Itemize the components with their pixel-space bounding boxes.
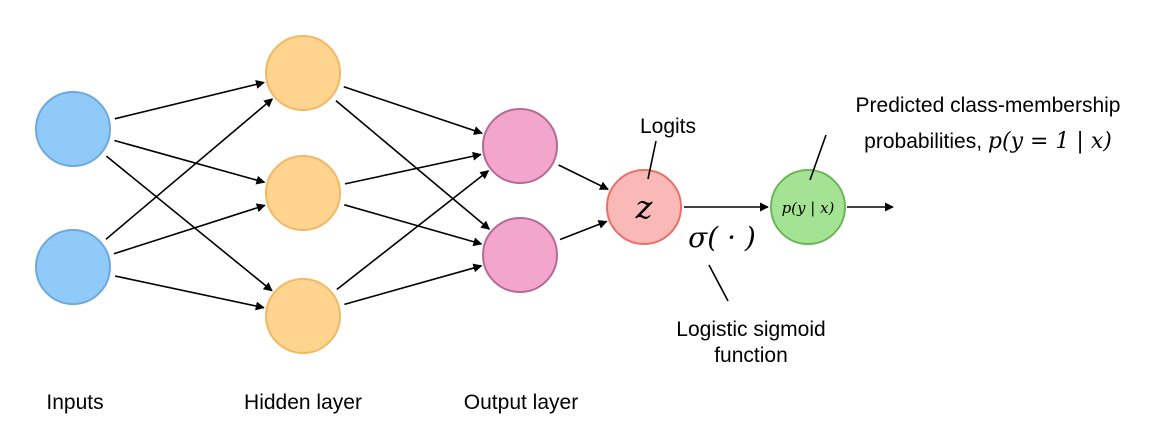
probability-node-label: p(y | x) — [782, 199, 835, 217]
edge-input-node-2-to-hidden-node-1 — [105, 98, 274, 240]
output-layer-label: Output layer — [464, 391, 578, 414]
edge-output-node-1-to-logit-node — [558, 164, 609, 191]
edge-hidden-node-3-to-output-node-1 — [336, 170, 490, 291]
sigmoid-leader — [708, 264, 729, 302]
probability-callout-line1: Predicted class-membership — [856, 94, 1121, 117]
probability-callout-math: p(y = 1 | x) — [988, 129, 1112, 154]
edge-input-node-1-to-hidden-node-2 — [114, 139, 266, 185]
hidden-node-2 — [265, 155, 341, 231]
edge-input-node-2-to-hidden-node-3 — [114, 275, 265, 311]
edge-input-node-2-to-hidden-node-2 — [113, 203, 266, 255]
edge-input-node-1-to-hidden-node-3 — [105, 155, 273, 292]
sigmoid-symbol: σ( · ) — [688, 221, 756, 254]
edge-input-node-1-to-hidden-node-1 — [114, 80, 265, 120]
edge-hidden-node-3-to-output-node-2 — [344, 263, 483, 306]
edge-hidden-node-1-to-output-node-2 — [335, 99, 491, 230]
hidden-layer-label: Hidden layer — [244, 391, 362, 414]
input-node-1 — [35, 91, 111, 167]
output-node-2 — [482, 217, 558, 293]
output-node-1 — [482, 108, 558, 184]
logits-leader — [647, 140, 657, 180]
edge-hidden-node-1-to-output-node-1 — [343, 85, 483, 135]
logit-symbol: z — [635, 188, 654, 226]
probability-leader — [809, 134, 827, 181]
logit-node — [606, 169, 682, 245]
sigmoid-callout-line1: Logistic sigmoid — [676, 318, 825, 341]
probability-callout-line2: probabilities, p(y = 1 | x) — [864, 129, 1112, 154]
hidden-node-1 — [265, 35, 341, 111]
connections — [105, 80, 609, 311]
edge-hidden-node-2-to-output-node-2 — [344, 204, 483, 247]
probability-callout-text: probabilities, — [864, 130, 988, 153]
sigmoid-callout-line2: function — [714, 344, 788, 367]
hidden-node-3 — [265, 278, 341, 354]
inputs-label: Inputs — [46, 391, 103, 414]
logits-callout: Logits — [640, 115, 696, 138]
edge-hidden-node-2-to-output-node-1 — [344, 151, 482, 185]
probability-node — [770, 169, 846, 245]
edge-output-node-2-to-logit-node — [559, 220, 608, 241]
input-node-2 — [35, 229, 111, 305]
